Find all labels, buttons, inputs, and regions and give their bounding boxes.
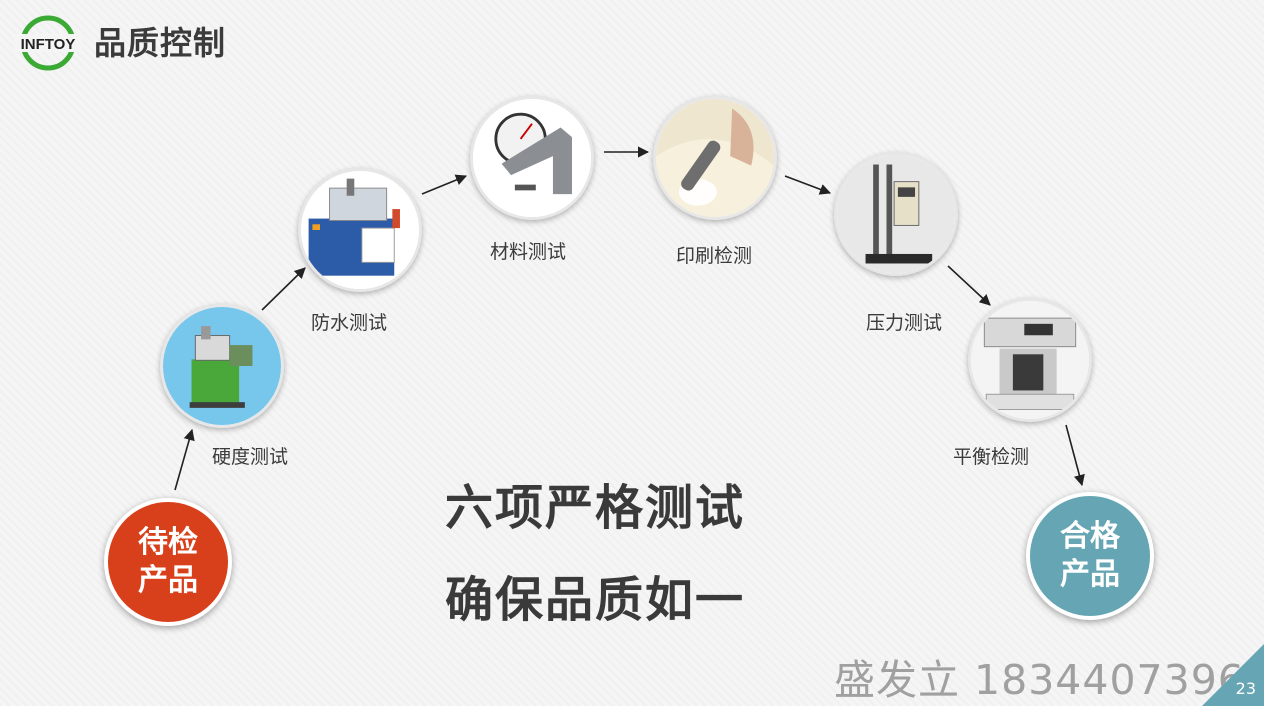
arrow-waterproof-to-material [421,174,468,195]
contact-watermark: 盛发立 18344073968 [834,656,1264,704]
step-waterproof-image [298,168,422,292]
start-node: 待检 产品 [104,498,232,626]
corner-triangle [1202,644,1264,706]
slogan-line-2: 确保品质如一 [445,572,746,628]
waterproof-test-machine-icon [301,171,419,289]
balance-test-machine-icon [971,301,1089,419]
arrow-pressure-to-balance [947,265,991,306]
arrow-printing-to-pressure [784,175,832,195]
step-pressure-label: 压力测试 [866,312,943,334]
finish-line-1: 合格 [1060,519,1120,554]
thickness-gauge-icon [473,99,591,217]
step-material-label: 材料测试 [490,241,567,263]
page-number: 23 [1235,679,1256,698]
finish-line-2: 产品 [1060,557,1120,592]
step-material-image [470,96,594,220]
arrow-start-to-hardness [174,428,195,491]
step-hardness-image [160,304,284,428]
hardness-test-machine-icon [163,307,281,425]
step-printing-image [653,96,777,220]
start-line-1: 待检 [138,525,198,560]
step-balance-label: 平衡检测 [953,446,1030,468]
page-title: 品质控制 [94,24,227,62]
slogan-line-1: 六项严格测试 [445,480,746,536]
step-pressure-image [834,152,958,276]
step-hardness-label: 硬度测试 [212,446,289,468]
start-line-2: 产品 [138,563,198,598]
force-gauge-stand-icon [837,155,955,273]
finish-node: 合格 产品 [1026,492,1154,620]
step-waterproof-label: 防水测试 [311,312,388,334]
logo-text: INFTOY [21,36,76,53]
company-logo: INFTOY [14,14,82,72]
step-balance-image [968,298,1092,422]
arrow-balance-to-finish [1065,424,1085,487]
arrow-hardness-to-waterproof [261,267,306,311]
step-printing-label: 印刷检测 [676,245,753,267]
inspection-flashlight-icon [656,99,774,217]
